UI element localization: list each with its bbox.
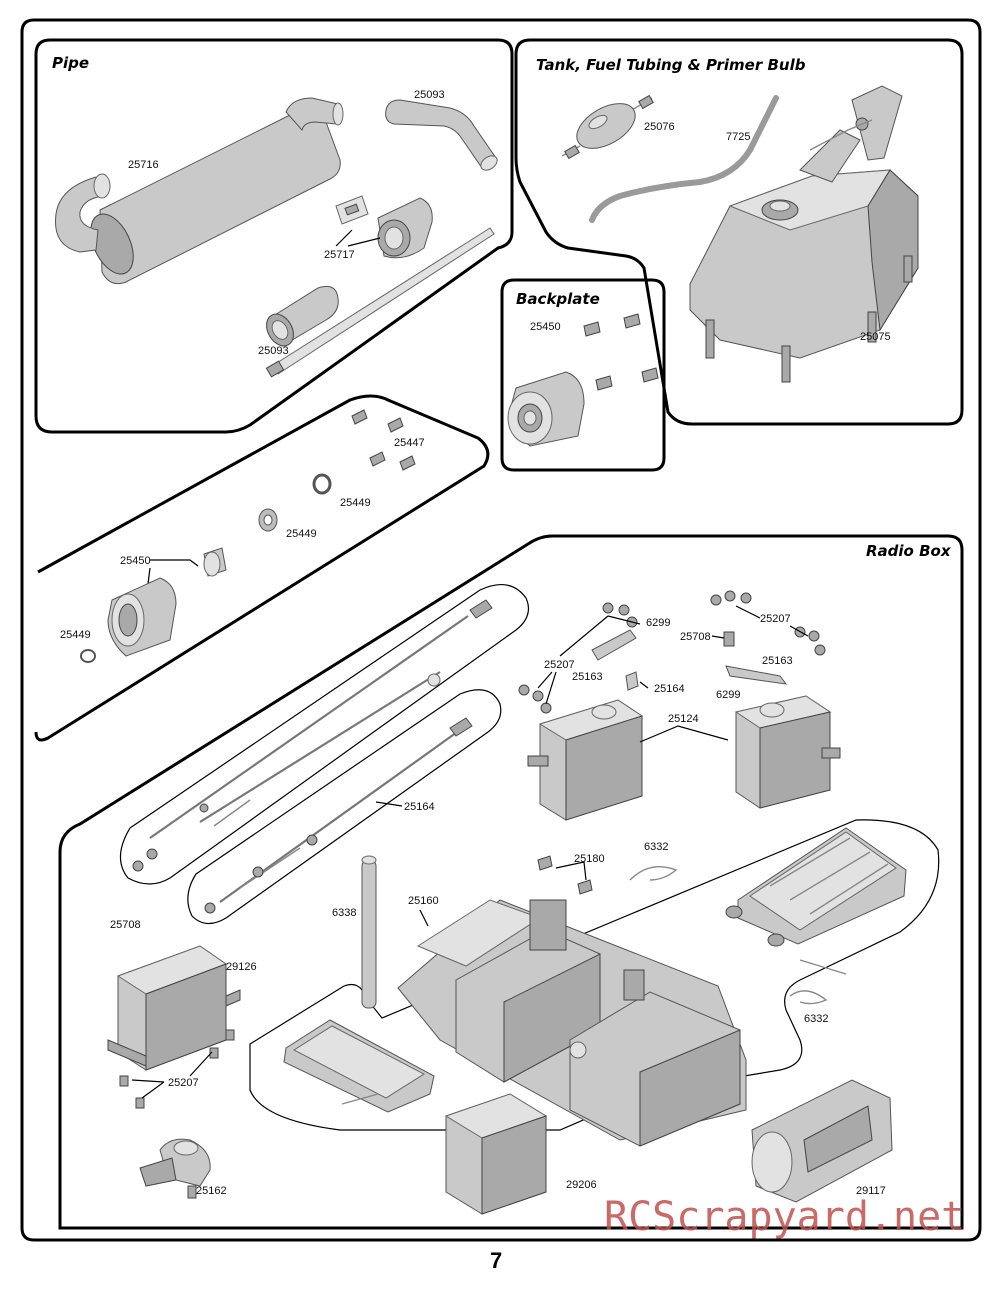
part-label-25450-b: 25450 <box>120 555 151 567</box>
radio-box-section: Radio Box 25164 25708 <box>58 534 964 1230</box>
part-label-25164-a: 25164 <box>654 683 685 695</box>
part-label-6338: 6338 <box>332 907 356 919</box>
part-label-7725: 7725 <box>726 131 750 143</box>
pushrod-loop-outer <box>119 583 529 885</box>
part-label-25163-b: 25163 <box>762 655 793 667</box>
battery-holder-drawing <box>751 1079 893 1203</box>
washer-hole <box>263 514 273 526</box>
part-label-25449-c: 25449 <box>60 629 91 641</box>
part-label-6299-a: 6299 <box>646 617 670 629</box>
watermark: RCScrapyard.net <box>604 1194 965 1240</box>
body-clip-drawing-b <box>789 990 828 1005</box>
part-label-25164-b: 25164 <box>404 801 435 813</box>
servo-hardware-right-drawing <box>710 590 826 685</box>
part-label-25708-b: 25708 <box>110 919 141 931</box>
part-label-25207-a: 25207 <box>544 659 575 671</box>
servo-right-drawing <box>734 695 841 809</box>
screws-25207-c-drawing <box>119 1029 235 1109</box>
backplate-screws-drawing <box>583 313 659 391</box>
part-label-6299-b: 6299 <box>716 689 740 701</box>
part-label-25075: 25075 <box>860 331 891 343</box>
part-label-25449-a: 25449 <box>340 497 371 509</box>
part-label-25716: 25716 <box>128 159 159 171</box>
receiver-box-drawing <box>107 945 241 1071</box>
part-label-25207-c: 25207 <box>168 1077 199 1089</box>
part-label-25450-a: 25450 <box>530 321 561 333</box>
part-label-25449-b: 25449 <box>286 528 317 540</box>
switch-mount-drawing <box>139 1138 211 1199</box>
pipe-section: Pipe 25716 25093 25717 <box>34 38 514 434</box>
screws-25447-drawing <box>351 409 416 471</box>
snap-ring-drawing <box>312 473 332 495</box>
header-pipe-drawing <box>385 99 498 171</box>
crankcase-drawing <box>107 567 177 657</box>
screws-25180-drawing <box>537 855 593 895</box>
part-label-25093-b: 25093 <box>258 345 289 357</box>
backplate-drawing <box>507 371 585 447</box>
tank-title: Tank, Fuel Tubing & Primer Bulb <box>536 56 806 74</box>
part-label-25093-a: 25093 <box>414 89 445 101</box>
antenna-tube-drawing <box>361 855 377 1009</box>
backplate-title: Backplate <box>516 290 600 308</box>
servo-left-drawing <box>527 699 644 821</box>
pipe-title: Pipe <box>52 54 89 72</box>
pushrod-a <box>149 615 469 839</box>
part-label-25124: 25124 <box>668 713 699 725</box>
pushrod-ends-drawing <box>132 599 493 914</box>
tank-section: Tank, Fuel Tubing & Primer Bulb 25076 77… <box>514 38 964 426</box>
part-label-29206: 29206 <box>566 1179 597 1191</box>
part-label-25160: 25160 <box>408 895 439 907</box>
part-label-6332-a: 6332 <box>644 841 668 853</box>
part-label-25163-a: 25163 <box>572 671 603 683</box>
part-label-25207-b: 25207 <box>760 613 791 625</box>
part-label-25708-a: 25708 <box>680 631 711 643</box>
radio-box-outline <box>249 819 940 1131</box>
part-label-25076: 25076 <box>644 121 675 133</box>
muffler-pipe-drawing <box>55 97 344 285</box>
pushrod-loop-inner <box>187 689 502 925</box>
part-label-6332-b: 6332 <box>804 1013 828 1025</box>
page-number: 7 <box>490 1248 502 1273</box>
radio-box-lid-drawing <box>725 827 907 975</box>
part-label-29126: 29126 <box>226 961 257 973</box>
part-label-25447: 25447 <box>394 437 425 449</box>
receiver-pack-drawing <box>444 1093 548 1215</box>
spring-b <box>213 799 251 827</box>
radio-box-tray-drawing <box>397 899 747 1147</box>
primer-bulb-drawing <box>561 94 654 160</box>
coupler-ziptie-drawing <box>265 227 495 378</box>
bearing-drawing <box>203 547 227 577</box>
part-label-29117: 29117 <box>856 1185 886 1197</box>
radio-box-title: Radio Box <box>866 542 952 560</box>
pushrod-b <box>199 671 441 823</box>
page-frame <box>20 18 982 1242</box>
part-label-25162: 25162 <box>196 1185 227 1197</box>
backplate-section: Backplate 25450 <box>500 278 666 472</box>
servo-hardware-left-drawing <box>518 602 639 714</box>
spring-a <box>239 847 301 889</box>
gasket-coupler-drawing <box>335 195 433 259</box>
battery-plate-drawing <box>283 1019 435 1113</box>
shim-drawing <box>80 649 96 663</box>
part-label-25717: 25717 <box>324 249 355 261</box>
fuel-tubing-drawing <box>589 95 779 223</box>
body-clip-drawing-a <box>629 866 678 881</box>
part-label-25180: 25180 <box>574 853 605 865</box>
fuel-tank-drawing <box>689 85 919 383</box>
engine-parts-band: 25447 25449 25449 25450 25449 <box>34 394 490 742</box>
